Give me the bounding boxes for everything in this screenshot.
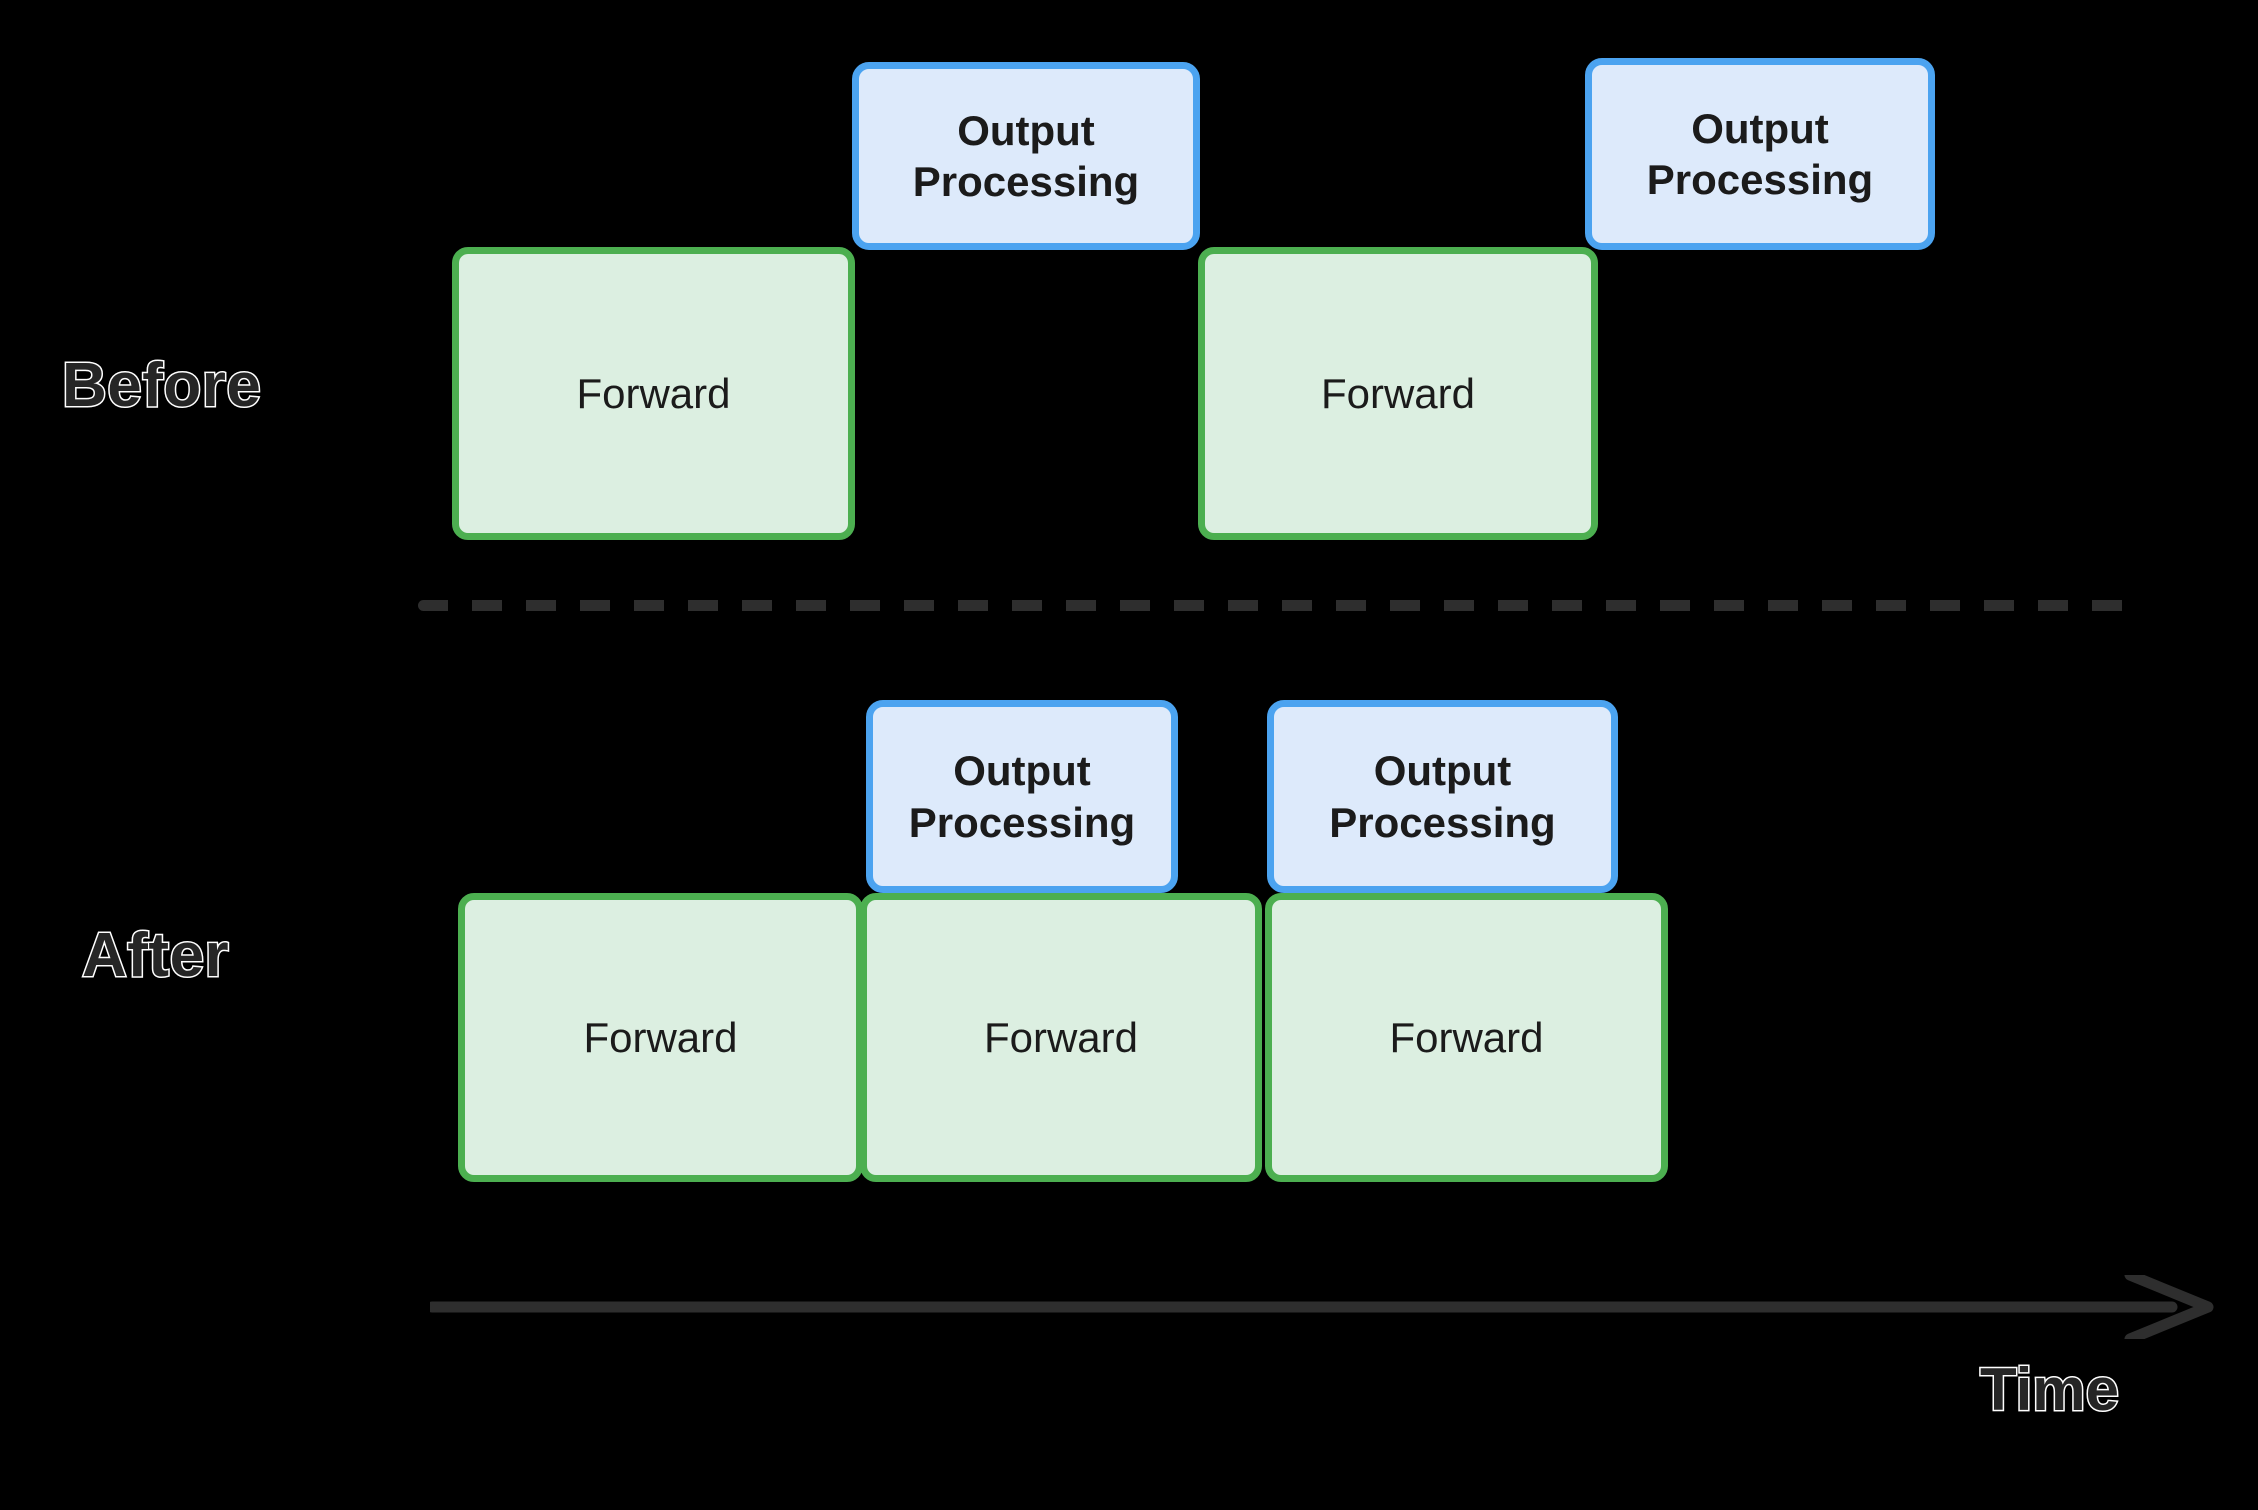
before-forward-block-1: Forward <box>452 247 855 540</box>
section-divider <box>418 600 2133 611</box>
output-label-line1: Output <box>953 747 1091 795</box>
block-label: Forward <box>983 1013 1139 1061</box>
block-label: Forward <box>576 369 731 417</box>
row-label-after: After <box>80 921 230 990</box>
output-label-line2: Processing <box>1646 156 1874 203</box>
time-axis-label: Time <box>1979 1356 2121 1423</box>
output-label-line2: Processing <box>908 798 1136 846</box>
row-label-before: Before <box>60 351 262 420</box>
output-label-line2: Processing <box>1329 798 1556 846</box>
time-axis-arrow <box>430 1275 2214 1339</box>
before-forward-block-2: Forward <box>1198 247 1598 540</box>
block-label: Forward <box>1389 1013 1544 1061</box>
arrowhead-icon <box>2124 1275 2214 1339</box>
block-label: Forward <box>583 1013 738 1061</box>
output-label-line1: Output <box>957 106 1095 154</box>
output-label-line1: Output <box>1691 104 1829 152</box>
block-label: Forward <box>1320 369 1476 417</box>
output-label-line2: Processing <box>912 158 1140 205</box>
after-forward-block-3: Forward <box>1265 893 1668 1182</box>
after-forward-block-2: Forward <box>860 893 1262 1182</box>
after-forward-block-1: Forward <box>458 893 863 1182</box>
output-label-line1: Output <box>1373 747 1512 795</box>
